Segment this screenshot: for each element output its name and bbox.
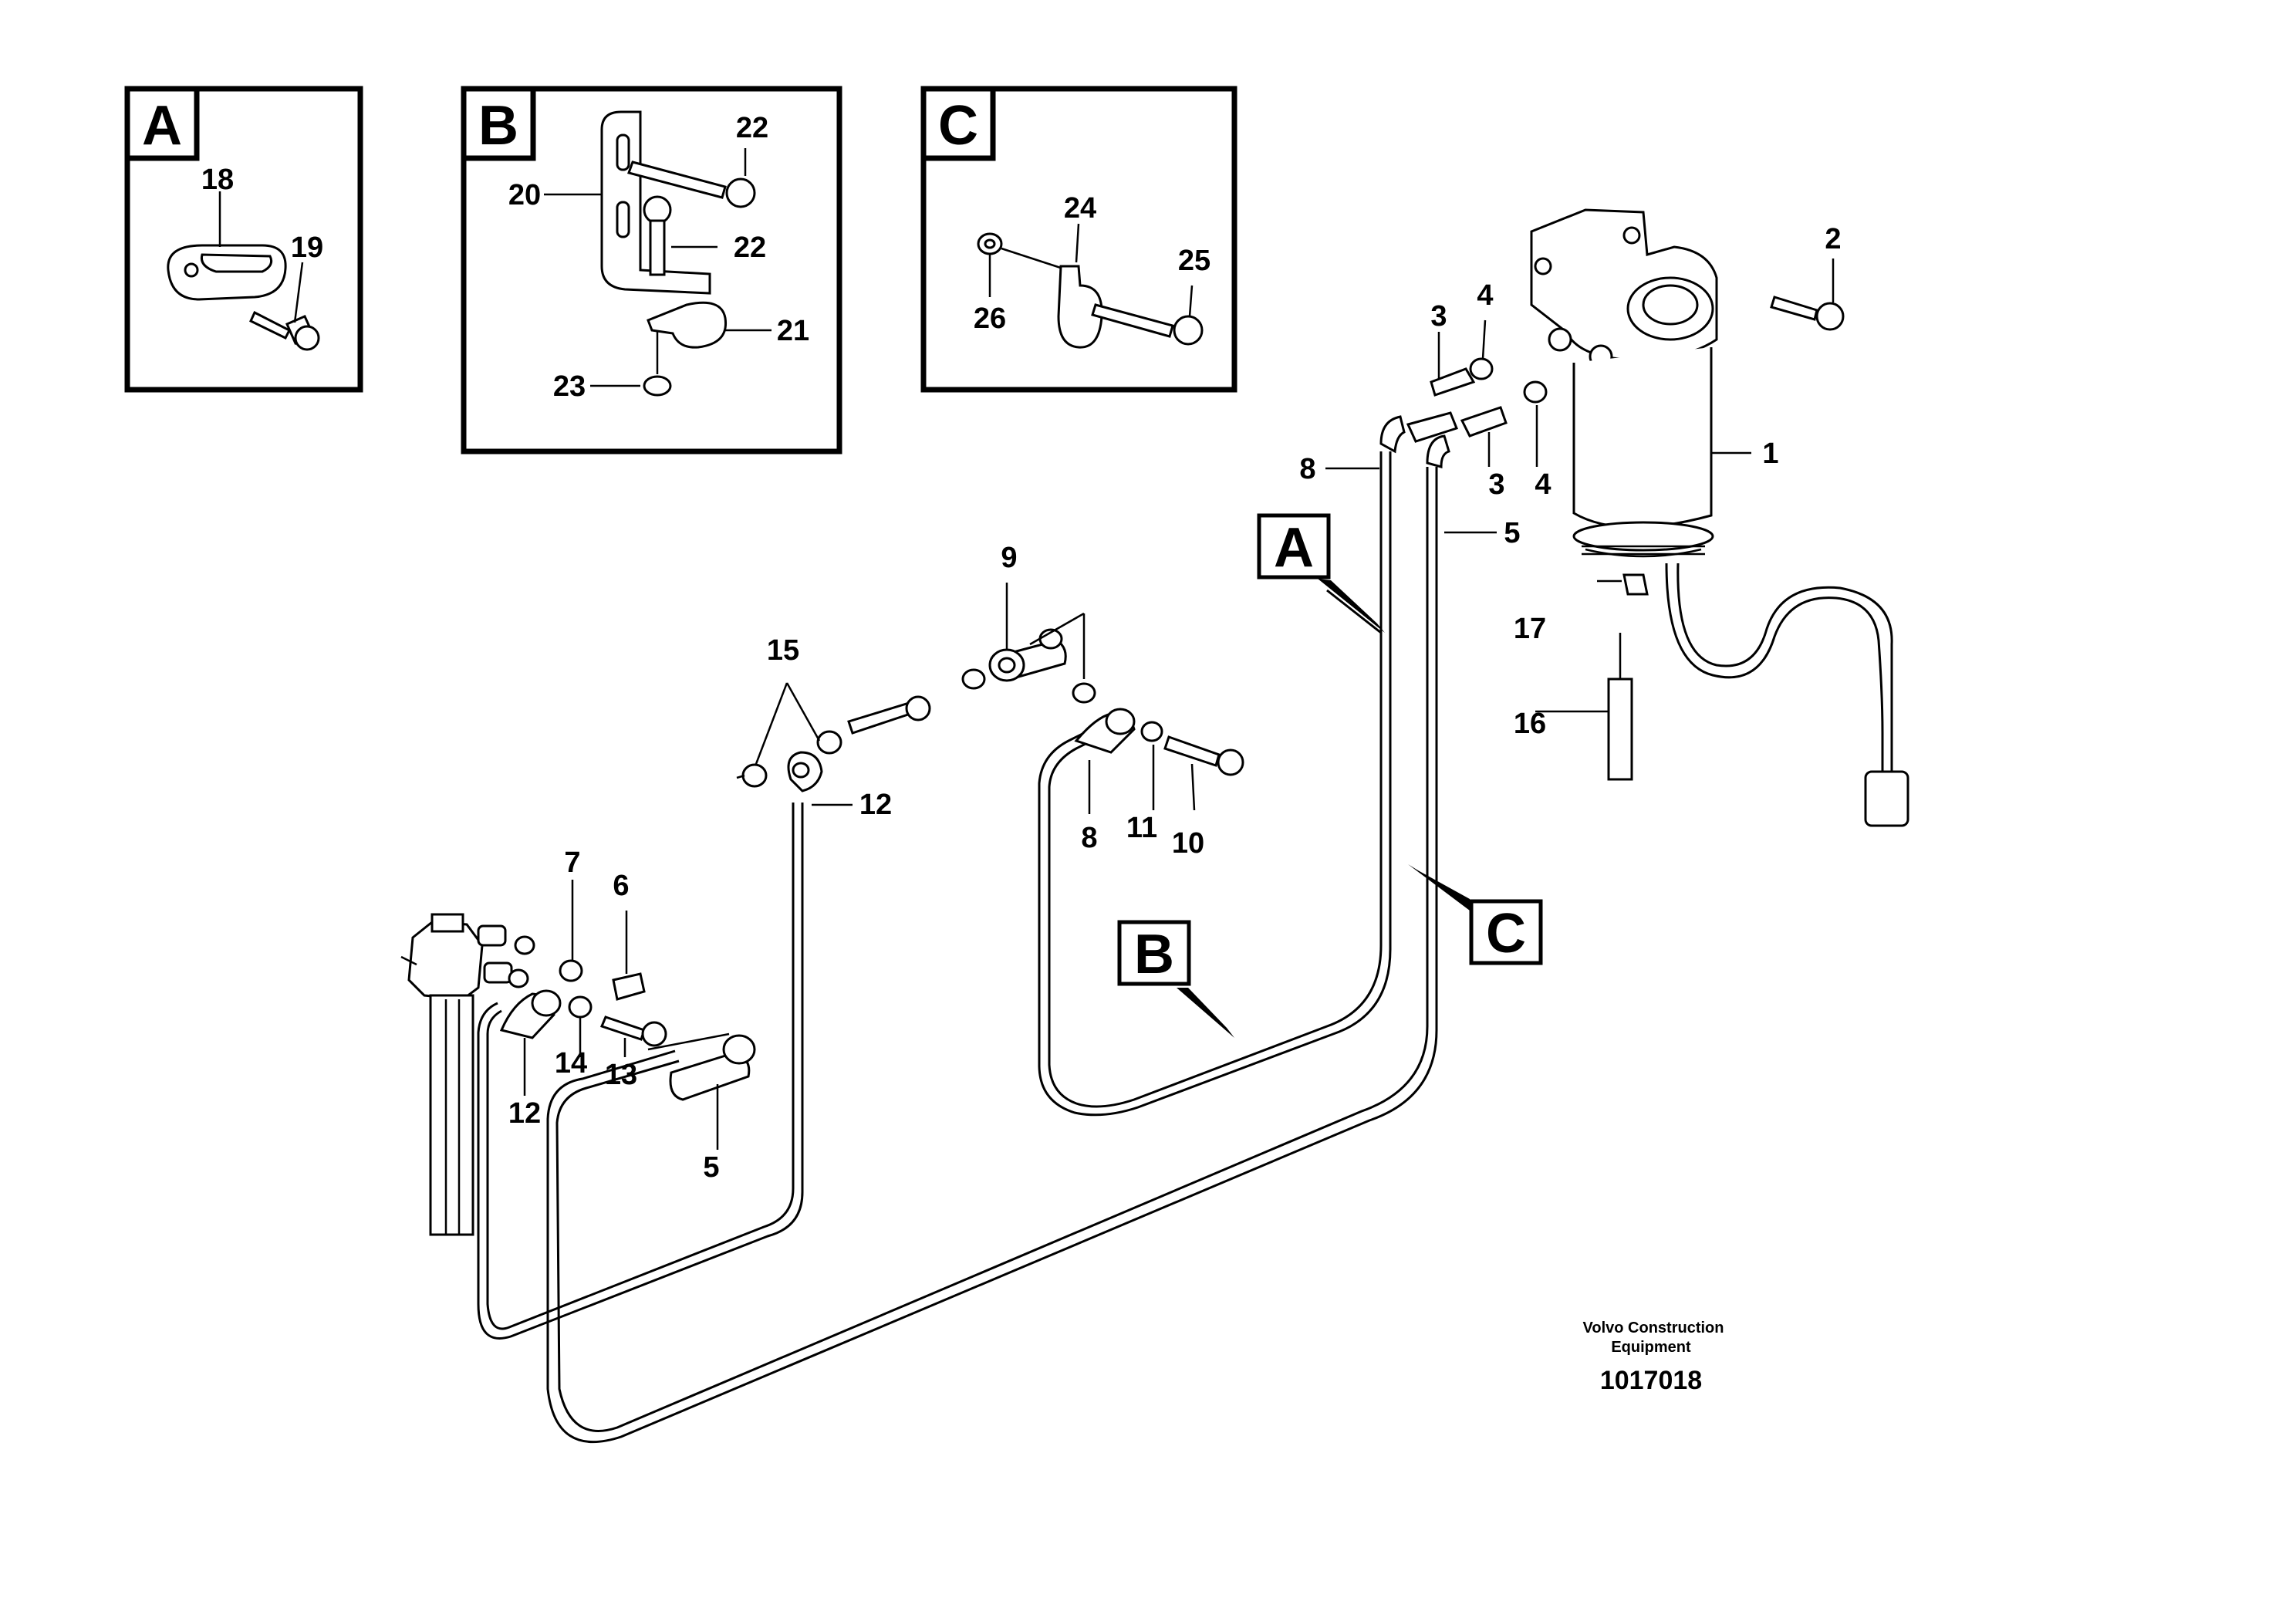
detail-box-a-letter: A — [142, 95, 182, 157]
part-label-3-lower: 3 — [1488, 468, 1504, 501]
part-label-4-lower: 4 — [1535, 468, 1551, 501]
detail-box-b-letter: B — [478, 95, 518, 157]
detail-box-b: B 22 22 21 23 20 — [461, 86, 842, 454]
level-sender-unit — [400, 880, 756, 1236]
part-label-21: 21 — [777, 315, 809, 347]
part-label-11: 11 — [1126, 812, 1157, 844]
part-label-8-upper: 8 — [1299, 453, 1315, 485]
fuel-filter-assembly — [1325, 208, 1909, 827]
view-marker-b: B — [1117, 920, 1234, 1038]
part-label-23: 23 — [553, 370, 586, 403]
detail-box-c: C 26 24 25 — [920, 86, 1237, 393]
part-label-20: 20 — [508, 179, 541, 211]
view-marker-a-letter: A — [1274, 517, 1314, 579]
part-label-13: 13 — [605, 1059, 637, 1091]
view-marker-b-letter: B — [1134, 924, 1174, 985]
part-labels: 1 2 3 4 3 4 8 5 17 16 9 8 11 10 15 12 7 … — [508, 223, 1842, 1184]
part-label-16: 16 — [1514, 708, 1546, 740]
filter-bowl — [1572, 347, 1713, 529]
part-label-14: 14 — [555, 1047, 587, 1080]
part-label-19: 19 — [291, 231, 323, 264]
part-label-12-upper: 12 — [859, 789, 892, 821]
credit-block: Volvo Construction Equipment 1017018 — [1583, 1320, 1724, 1395]
part-label-2: 2 — [1825, 223, 1841, 255]
center-fittings — [736, 583, 1244, 814]
detail-box-c-letter: C — [938, 95, 978, 157]
view-marker-c-letter: C — [1486, 903, 1526, 965]
part-label-17: 17 — [1514, 613, 1546, 645]
part-label-1: 1 — [1762, 438, 1778, 470]
part-label-12-lower: 12 — [508, 1097, 541, 1130]
part-label-7: 7 — [564, 846, 580, 879]
part-label-6: 6 — [613, 870, 629, 902]
part-label-22-top: 22 — [736, 112, 768, 144]
view-marker-a: A — [1257, 513, 1385, 634]
drawing-code: 1017018 — [1600, 1366, 1702, 1395]
part-label-25: 25 — [1178, 245, 1210, 277]
part-label-5-upper: 5 — [1504, 517, 1520, 549]
view-marker-c: C — [1408, 864, 1543, 965]
part-label-10: 10 — [1172, 827, 1204, 860]
credit-line-2: Equipment — [1611, 1339, 1691, 1356]
part-label-8-lower: 8 — [1081, 822, 1097, 854]
part-label-24: 24 — [1064, 192, 1096, 225]
detail-box-a: A 18 19 — [124, 86, 363, 393]
part-label-22-mid: 22 — [734, 231, 766, 264]
part-label-9: 9 — [1001, 542, 1017, 574]
part-label-5-lower: 5 — [703, 1151, 719, 1184]
part-label-18: 18 — [201, 164, 234, 196]
credit-line-1: Volvo Construction — [1583, 1320, 1724, 1336]
part-label-3-upper: 3 — [1430, 300, 1447, 333]
part-label-15: 15 — [767, 634, 799, 667]
part-label-26: 26 — [974, 302, 1006, 335]
fuel-hoses — [477, 451, 1438, 1444]
part-label-4-upper: 4 — [1477, 279, 1493, 312]
